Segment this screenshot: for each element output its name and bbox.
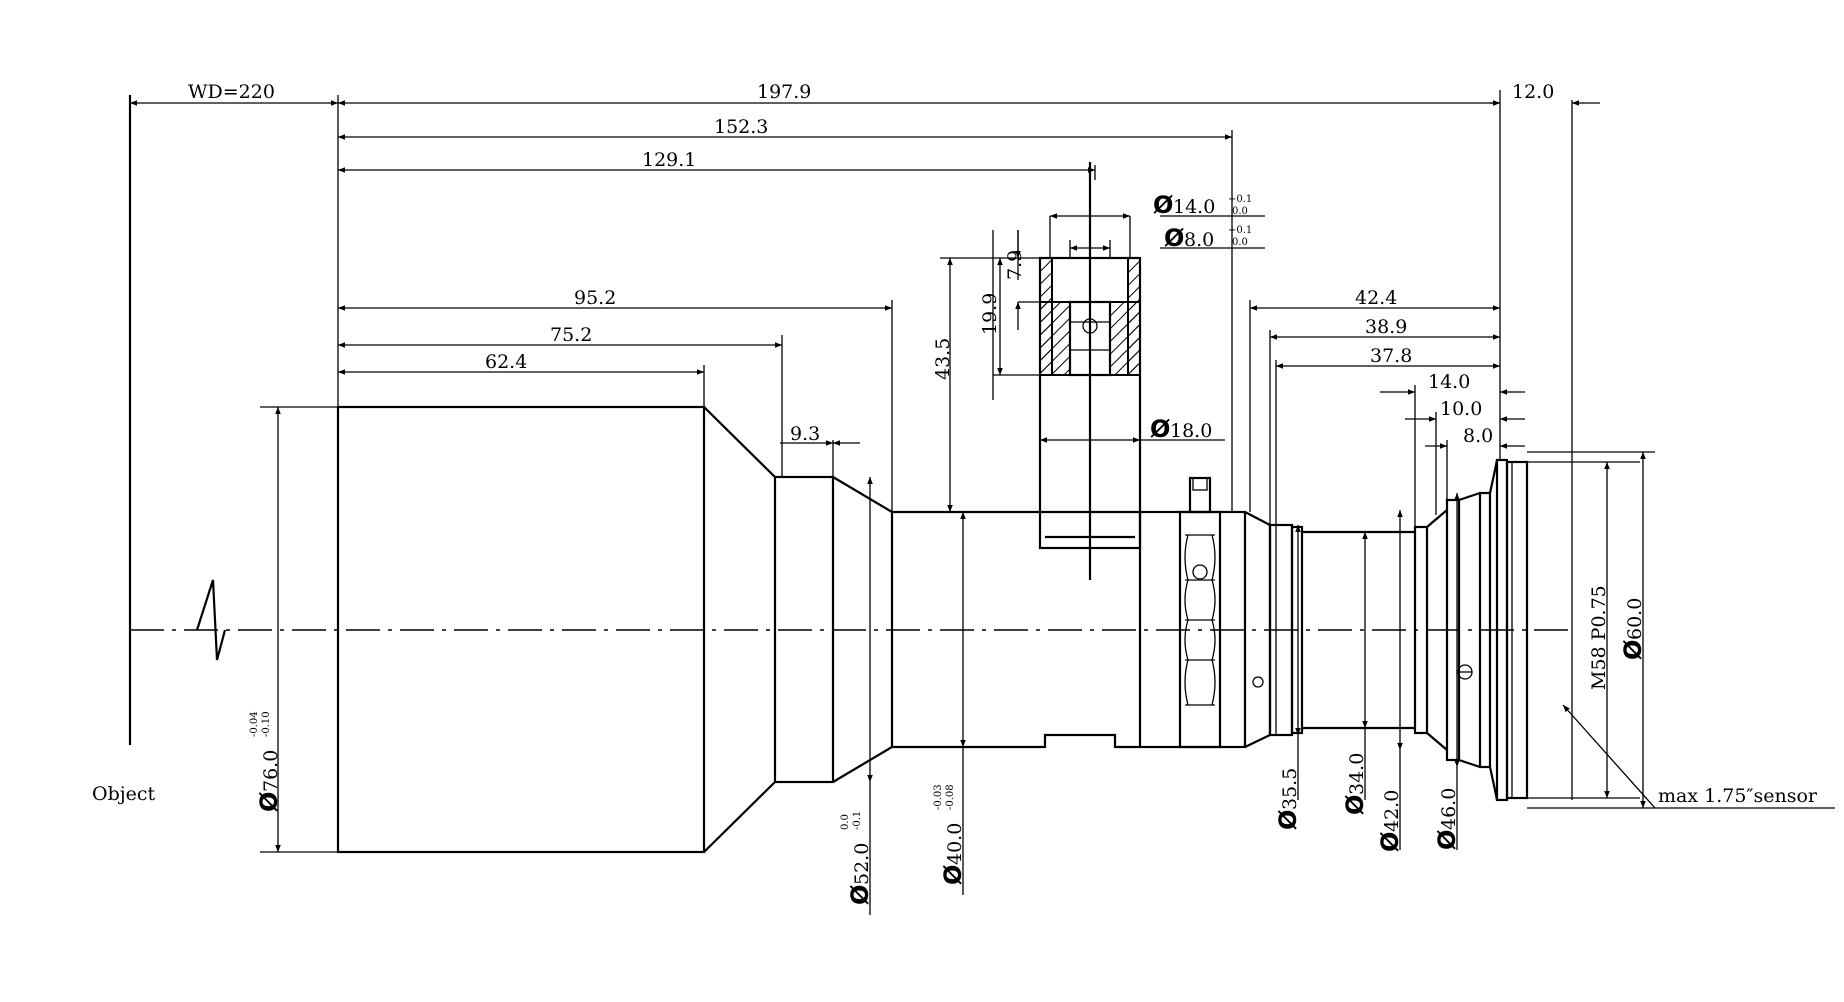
dim-43-5: 43.5 (932, 338, 954, 380)
phi-46-symbol: Ø (1433, 830, 1461, 850)
axis-break-symbol (195, 579, 227, 661)
dia-40-tol-up: -0.03 (933, 784, 944, 810)
phi-60-symbol: Ø (1619, 640, 1647, 660)
phi-35-5-symbol: Ø (1274, 810, 1302, 830)
dim-75-2: 75.2 (550, 324, 592, 346)
phi-76-symbol: Ø (255, 792, 283, 812)
dim-7-9: 7.9 (1004, 250, 1026, 280)
phi-42-symbol: Ø (1376, 832, 1404, 852)
lens-body (336, 256, 1640, 854)
dim-95-2: 95.2 (574, 287, 616, 309)
dim-8-0: 8.0 (1463, 425, 1493, 447)
phi-34-symbol: Ø (1341, 795, 1369, 815)
dia-8-0: 8.0 (1184, 229, 1214, 251)
phi-8-symbol: Ø (1164, 224, 1184, 252)
dia-34-0: 34.0 (1346, 753, 1368, 795)
dia-52-tol-up: 0.0 (840, 814, 851, 830)
dia-42-0: 42.0 (1381, 790, 1403, 832)
dia-14-tol-lo: 0.0 (1232, 206, 1248, 217)
labels: Object WD=220 197.9 12.0 152.3 129.1 95.… (92, 81, 1818, 905)
dia-40-0: 40.0 (944, 823, 966, 865)
dia-52-0: 52.0 (851, 843, 873, 885)
dim-10-0: 10.0 (1440, 398, 1482, 420)
dia-76-tol-up: -0.04 (249, 711, 260, 737)
dia-35-5: 35.5 (1279, 768, 1301, 810)
mount-section (1039, 162, 1141, 580)
sensor-label: max 1.75″sensor (1658, 785, 1818, 807)
dia-76-tol-lo: -0.10 (261, 711, 272, 737)
object-label: Object (92, 783, 156, 805)
dim-129-1: 129.1 (642, 149, 696, 171)
dia-76-0: 76.0 (260, 750, 282, 792)
dia-14-tol-up: +0.1 (1228, 194, 1252, 205)
dim-38-9: 38.9 (1365, 316, 1407, 338)
dimension-lines (130, 90, 1835, 915)
thread-label: M58 P0.75 (1588, 585, 1610, 690)
dim-42-4: 42.4 (1355, 287, 1397, 309)
dim-62-4: 62.4 (485, 351, 527, 373)
dim-9-3: 9.3 (790, 423, 820, 445)
dim-152-3: 152.3 (714, 116, 768, 138)
phi-14-symbol: Ø (1153, 191, 1173, 219)
dia-18-0: 18.0 (1170, 420, 1212, 442)
dia-8-tol-lo: 0.0 (1232, 237, 1248, 248)
phi-18-symbol: Ø (1150, 415, 1170, 443)
dim-14-0: 14.0 (1428, 371, 1470, 393)
dia-46-0: 46.0 (1438, 788, 1460, 830)
dia-60-0: 60.0 (1624, 598, 1646, 640)
dia-8-tol-up: +0.1 (1228, 225, 1252, 236)
dim-197-9: 197.9 (757, 81, 811, 103)
dia-40-tol-lo: -0.08 (945, 784, 956, 810)
dia-14-0: 14.0 (1173, 196, 1215, 218)
phi-40-symbol: Ø (939, 865, 967, 885)
phi-52-symbol: Ø (846, 885, 874, 905)
dim-19-9: 19.9 (979, 293, 1001, 335)
wd-label: WD=220 (188, 81, 275, 103)
dim-12-0: 12.0 (1512, 81, 1554, 103)
dia-52-tol-lo: -0.1 (852, 811, 863, 830)
dim-37-8: 37.8 (1370, 345, 1412, 367)
